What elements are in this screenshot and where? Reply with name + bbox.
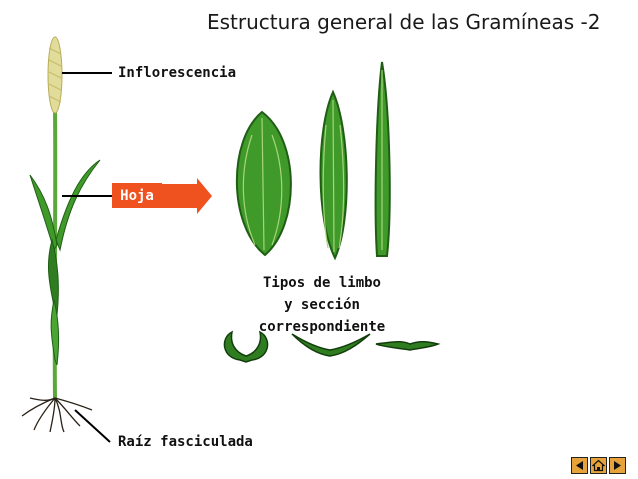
caption-line-1: Tipos de limbo bbox=[262, 275, 381, 291]
root-pointer bbox=[74, 409, 111, 443]
caption-line-2: y sección correspondiente bbox=[258, 297, 386, 335]
blade-types-caption: Tipos de limbo y sección correspondiente bbox=[222, 272, 422, 338]
section-wide bbox=[223, 330, 269, 363]
arrow-left-icon bbox=[576, 461, 583, 470]
section-medium bbox=[291, 333, 371, 357]
leaf-arrow bbox=[162, 178, 212, 214]
blade-wide bbox=[235, 110, 292, 257]
blade-narrow bbox=[374, 61, 391, 257]
navigation-bar bbox=[571, 457, 626, 474]
inflorescence-spike bbox=[47, 36, 63, 114]
fibrous-roots bbox=[21, 397, 93, 433]
plant-leaf bbox=[55, 159, 101, 252]
plant-leaf bbox=[47, 238, 59, 316]
plant-leaf bbox=[50, 299, 60, 366]
home-icon bbox=[592, 459, 605, 472]
next-button[interactable] bbox=[609, 457, 626, 474]
root-label: Raíz fasciculada bbox=[118, 434, 253, 450]
page-title: Estructura general de las Gramíneas -2 bbox=[207, 10, 601, 34]
section-narrow bbox=[375, 340, 441, 351]
leaf-label: Hoja bbox=[112, 183, 162, 208]
inflorescence-label: Inflorescencia bbox=[118, 65, 237, 81]
previous-button[interactable] bbox=[571, 457, 588, 474]
home-button[interactable] bbox=[590, 457, 607, 474]
plant-leaf bbox=[29, 174, 58, 252]
arrow-right-icon bbox=[614, 461, 621, 470]
blade-medium bbox=[319, 89, 348, 261]
